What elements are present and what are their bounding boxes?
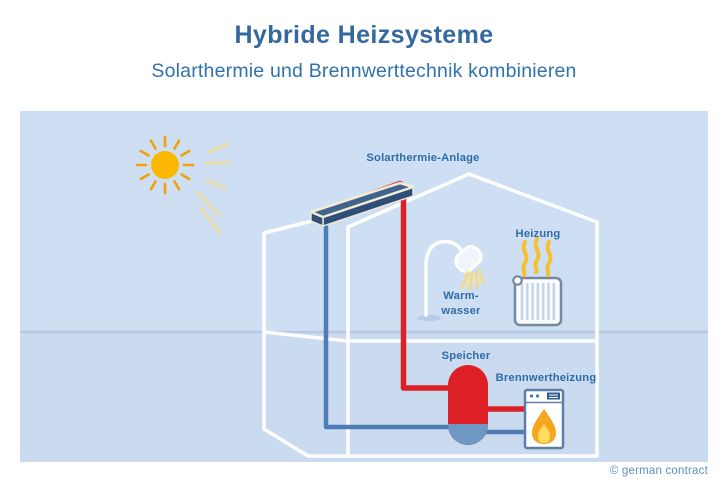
shower-head [454,244,483,273]
heating-diagram: Solarthermie-Anlage Heizung Warm- wasser… [20,135,708,462]
page-title: Hybride Heizsysteme [234,21,494,49]
house-outline [262,172,599,458]
boiler-display [547,392,560,400]
solar-system-label: Solarthermie-Anlage [366,152,479,164]
hot-water-label-line2: wasser [440,305,481,317]
boiler-icon [523,388,565,450]
illustration-canvas: Solarthermie-Anlage Heizung Warm- wasser… [20,111,708,462]
shower-shadow [417,314,441,322]
sun-icon [135,135,232,235]
flame-icon [532,409,556,444]
panel-top-face [309,181,415,219]
radiator-icon [512,275,563,327]
solar-panel-icon [309,181,415,227]
heat-waves-icon [521,237,553,277]
sun-disc [151,151,179,179]
hot-water-label-line1: Warm- [443,290,478,302]
boiler-label: Brennwertheizung [496,372,597,384]
tank-cold-zone [448,424,488,445]
cold-water-pipe [323,221,456,430]
radiator-knob [512,275,523,286]
heating-label: Heizung [516,228,561,240]
sun-rays [135,135,195,195]
storage-tank-icon [448,365,488,445]
sun-beams [196,142,232,235]
shower-icon [417,239,486,322]
page-subtitle: Solarthermie und Brennwerttechnik kombin… [151,60,577,82]
ground-area [20,332,708,462]
copyright-credit: © german contract [609,465,708,477]
storage-label: Speicher [442,350,491,362]
